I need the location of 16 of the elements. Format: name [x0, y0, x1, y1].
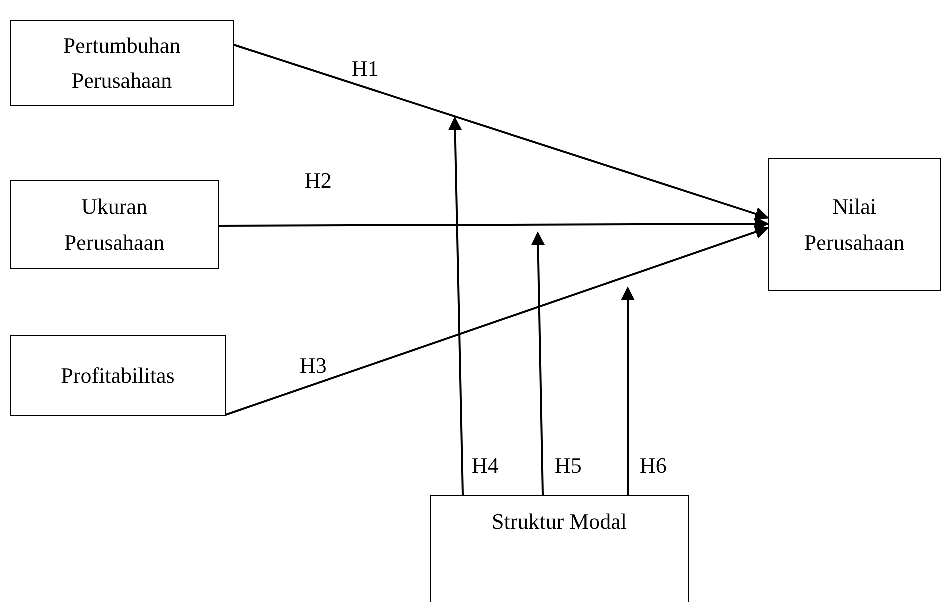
edge-label: H3: [300, 355, 327, 377]
edge-label: H1: [352, 58, 379, 80]
edge-label: H2: [305, 170, 332, 192]
variable-box: [430, 495, 689, 602]
variable-box: [10, 180, 219, 269]
variable-box: [768, 158, 941, 291]
edge-label: H6: [640, 455, 667, 477]
variable-name: Profitabilitas: [61, 362, 175, 390]
variable-name: Ukuran Perusahaan: [63, 193, 166, 256]
variable-box: [10, 335, 226, 416]
edge-label: H5: [555, 455, 582, 477]
variable-name: Nilai Perusahaan: [803, 193, 906, 256]
edge-label: H4: [472, 455, 499, 477]
variable-name: Pertumbuhan Perusahaan: [62, 32, 182, 95]
variable-name: Struktur Modal: [492, 508, 628, 536]
variable-box: [10, 20, 234, 106]
